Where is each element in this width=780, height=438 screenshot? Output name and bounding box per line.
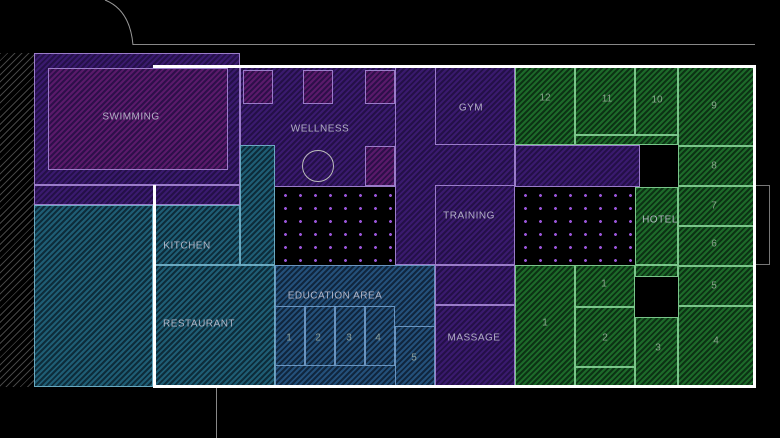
room-number: 3 bbox=[346, 332, 352, 344]
entrance-outline bbox=[755, 185, 770, 265]
room-number: 1 bbox=[286, 332, 292, 344]
label-training: TRAINING bbox=[443, 210, 495, 222]
room-number: 4 bbox=[375, 332, 381, 344]
room-number: 4 bbox=[713, 335, 719, 347]
classroom-1[interactable] bbox=[275, 306, 305, 366]
site-boundary-line bbox=[133, 44, 755, 45]
room-number: 12 bbox=[539, 92, 551, 104]
hotel-room-5[interactable] bbox=[678, 266, 755, 306]
label-hotel: HOTEL bbox=[642, 214, 678, 226]
site-line bbox=[216, 387, 217, 438]
hotel-room-12[interactable] bbox=[515, 66, 575, 145]
hotel-lobby[interactable] bbox=[635, 187, 678, 265]
label-education-area: EDUCATION AREA bbox=[287, 290, 383, 302]
room-number: 10 bbox=[651, 94, 663, 106]
label-restaurant: RESTAURANT bbox=[162, 318, 236, 330]
building-outline bbox=[153, 65, 756, 388]
hotel-stair bbox=[635, 265, 678, 277]
hotel-room-11[interactable] bbox=[575, 66, 635, 135]
room-number: 8 bbox=[711, 160, 717, 172]
classroom-4[interactable] bbox=[365, 306, 395, 366]
hotel-room-3[interactable] bbox=[635, 317, 678, 387]
label-kitchen: KITCHEN bbox=[163, 240, 211, 252]
gym-room[interactable] bbox=[435, 66, 515, 145]
label-gym: GYM bbox=[458, 102, 484, 114]
massage-room[interactable] bbox=[435, 305, 515, 387]
room-number: 1 bbox=[601, 278, 607, 290]
training-room[interactable] bbox=[435, 185, 515, 265]
classroom-2[interactable] bbox=[305, 306, 335, 366]
classroom-3[interactable] bbox=[335, 306, 365, 366]
room-number: 2 bbox=[602, 332, 608, 344]
label-swimming: SWIMMING bbox=[102, 111, 160, 123]
site-arc bbox=[104, 0, 134, 46]
room-number: 9 bbox=[711, 100, 717, 112]
label-massage: MASSAGE bbox=[447, 332, 501, 344]
hotel-room-4[interactable] bbox=[678, 306, 755, 387]
hotel-room-2[interactable] bbox=[575, 307, 635, 367]
wc-block bbox=[435, 265, 515, 305]
room-number: 7 bbox=[711, 200, 717, 212]
whirlpool bbox=[302, 150, 334, 182]
room-number: 6 bbox=[711, 238, 717, 250]
sauna bbox=[365, 70, 395, 104]
changing-rooms bbox=[34, 185, 240, 205]
room-number: 2 bbox=[315, 332, 321, 344]
terrace bbox=[34, 205, 153, 387]
sauna bbox=[303, 70, 333, 104]
hotel-lounge bbox=[515, 145, 640, 187]
room-number: 1 bbox=[542, 317, 548, 329]
hotel-room-1[interactable] bbox=[515, 265, 575, 387]
building-outline-west bbox=[153, 185, 156, 388]
room-number: 5 bbox=[711, 280, 717, 292]
sauna bbox=[243, 70, 273, 104]
room-number: 3 bbox=[655, 342, 661, 354]
hotel-room-1b[interactable] bbox=[575, 265, 635, 307]
label-wellness: WELLNESS bbox=[290, 123, 350, 135]
atrium-east bbox=[515, 187, 635, 265]
room-number: 11 bbox=[601, 93, 613, 105]
sauna bbox=[365, 146, 395, 186]
room-number: 5 bbox=[411, 352, 417, 364]
hotel-room-7[interactable] bbox=[678, 186, 755, 226]
exterior-hatch bbox=[0, 53, 34, 387]
atrium-west bbox=[275, 187, 395, 265]
swimming-pool bbox=[48, 68, 228, 170]
kitchen-room[interactable] bbox=[153, 205, 240, 265]
hotel-corridor bbox=[575, 135, 678, 145]
service-core bbox=[240, 145, 275, 265]
